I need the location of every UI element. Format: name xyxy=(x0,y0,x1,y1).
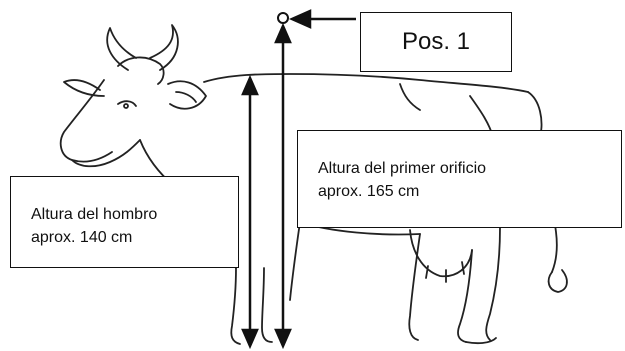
cow-ear xyxy=(63,79,105,97)
orifice-arrow-bottom xyxy=(274,328,292,350)
position-label: Pos. 1 xyxy=(401,28,471,55)
shoulder-height-value: aprox. 140 cm xyxy=(31,229,133,246)
orifice-height-title: Altura del primer orificio xyxy=(318,160,487,177)
cow-back xyxy=(203,73,529,93)
orifice-height-value: aprox. 165 cm xyxy=(318,183,420,200)
cow-horn-left xyxy=(106,27,137,71)
cow-horn-right xyxy=(149,24,179,71)
shoulder-arrow-bottom xyxy=(241,328,259,350)
shoulder-arrow-top xyxy=(241,74,259,96)
orifice-arrow-top xyxy=(274,22,292,44)
shoulder-height-box: Altura del hombro aprox. 140 cm xyxy=(10,176,239,268)
shoulder-height-title: Altura del hombro xyxy=(31,206,158,223)
cow-udder xyxy=(409,229,473,278)
position-marker xyxy=(277,12,289,24)
cow-front-leg xyxy=(230,267,241,345)
pos-pointer-arrowhead xyxy=(288,9,312,29)
measurement-lines xyxy=(241,9,356,350)
cow-face xyxy=(59,79,113,163)
position-label-box: Pos. 1 xyxy=(360,12,512,72)
orifice-height-box: Altura del primer orificio aprox. 165 cm xyxy=(297,130,622,228)
cow-hind-leg xyxy=(485,227,501,341)
